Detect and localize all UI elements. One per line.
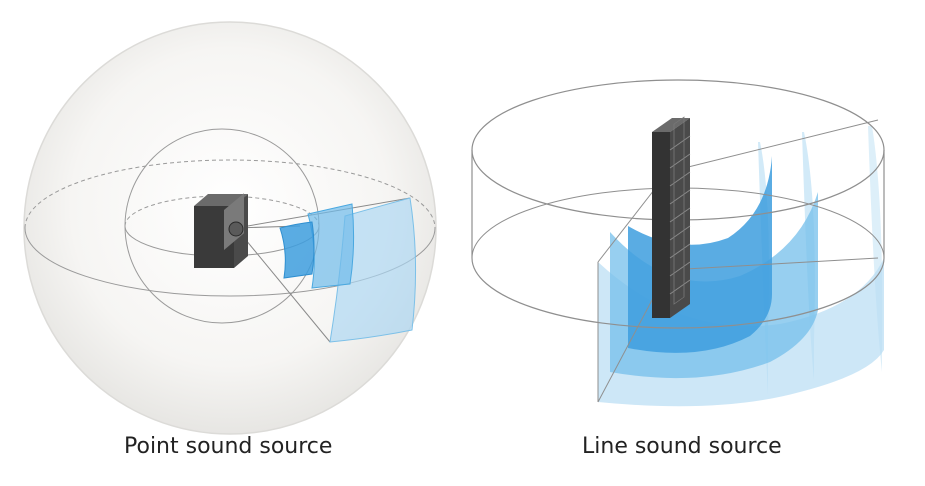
wavefront-near bbox=[279, 221, 315, 279]
line-source-caption: Line sound source bbox=[582, 434, 782, 459]
wavefront-middle bbox=[307, 203, 355, 289]
line-array-speaker bbox=[652, 116, 691, 318]
line-source-figure bbox=[471, 79, 885, 407]
cylinder-bottom-front bbox=[471, 257, 885, 329]
point-speaker bbox=[194, 193, 248, 268]
point-source-caption: Point sound source bbox=[124, 434, 333, 459]
point-source-figure bbox=[23, 21, 437, 435]
speaker-cone bbox=[228, 221, 244, 237]
outer-equator-back bbox=[24, 159, 436, 229]
